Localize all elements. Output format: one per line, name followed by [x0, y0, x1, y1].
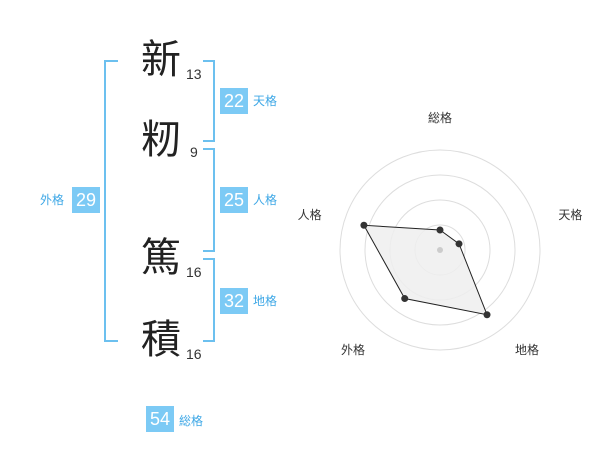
radar-point-3 — [483, 311, 491, 319]
gaikaku-bracket — [104, 60, 118, 342]
radar-point-2 — [455, 240, 463, 248]
gaikaku-value: 29 — [72, 187, 100, 213]
name-char-1: 新 — [141, 37, 181, 83]
radar-area — [363, 224, 488, 316]
chikaku-label: 地格 — [253, 294, 278, 308]
radar-axis-label: 人格 — [298, 207, 322, 222]
radar-ring — [364, 174, 516, 326]
radar-axis-label: 地格 — [515, 342, 539, 357]
radar-axis-label: 外格 — [341, 342, 365, 357]
tenkaku-label: 天格 — [253, 94, 278, 108]
tenkaku-value: 22 — [220, 88, 248, 114]
radar-center — [437, 247, 443, 253]
jinkaku-bracket — [203, 148, 215, 252]
soukaku-value: 54 — [146, 406, 174, 432]
tenkaku-bracket — [203, 60, 215, 142]
chikaku-value: 32 — [220, 288, 248, 314]
chikaku-bracket — [203, 258, 215, 342]
radar-ring — [339, 149, 541, 351]
name-char-3: 篤 — [141, 235, 181, 281]
stroke-count-3: 16 — [186, 264, 202, 280]
jinkaku-label: 人格 — [253, 193, 278, 207]
radar-axis-label: 天格 — [558, 207, 582, 222]
stroke-count-1: 13 — [186, 66, 202, 82]
gaikaku-label: 外格 — [40, 193, 65, 207]
stroke-count-4: 16 — [186, 346, 202, 362]
stroke-count-2: 9 — [190, 144, 198, 160]
name-char-2: 籾 — [141, 117, 181, 163]
name-char-4: 積 — [141, 317, 181, 363]
radar-point-5 — [360, 221, 368, 229]
jinkaku-value: 25 — [220, 187, 248, 213]
radar-point-4 — [401, 295, 409, 303]
soukaku-label: 総格 — [179, 414, 204, 428]
radar-point-1 — [436, 226, 444, 234]
radar-axis-label: 総格 — [428, 110, 452, 125]
